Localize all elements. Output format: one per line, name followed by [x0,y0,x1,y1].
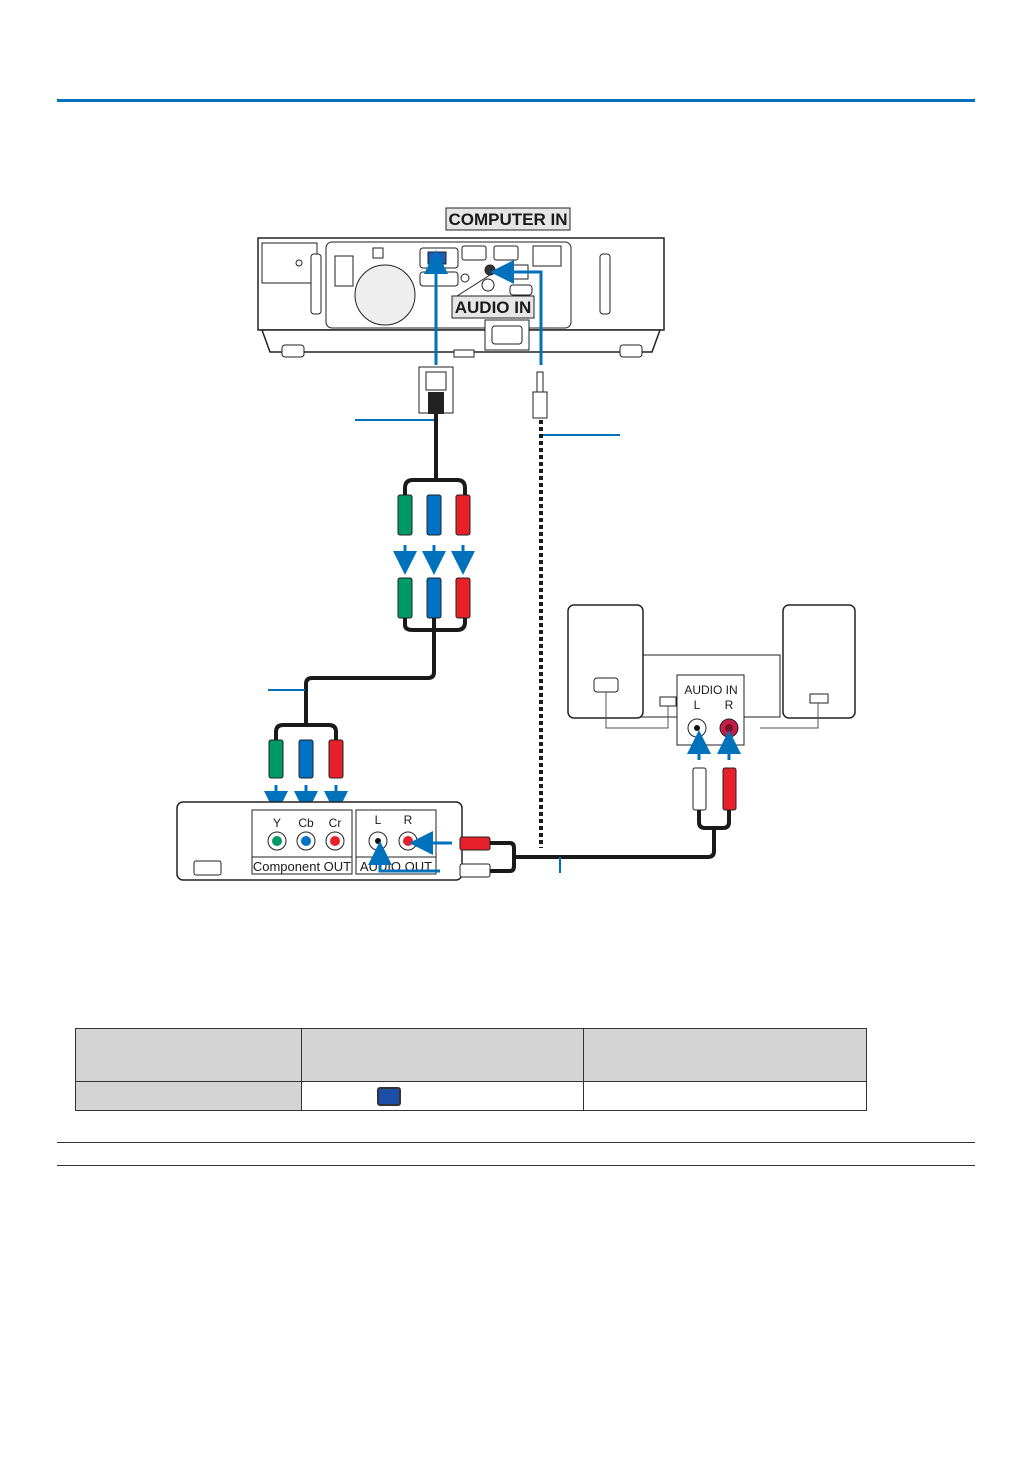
speaker-label-l: L [694,698,701,712]
speakers: AUDIO IN L R [567,604,856,746]
label-audio-l: L [375,813,382,827]
av-device: Y Cb Cr L R Component OUT AUDIO OUT [176,801,463,881]
connection-table [75,1028,867,1111]
note-rule-top [57,1142,975,1143]
table-cell [301,1028,584,1082]
mini-jack-plug [532,371,548,419]
computer-in-label: COMPUTER IN [449,210,568,229]
component-cable-plugs-bottom [268,739,344,779]
projector-audio-in-label: AUDIO IN [455,298,532,317]
label-cb: Cb [298,816,314,830]
vga-connector [418,366,454,414]
speaker-audio-in-label: AUDIO IN [684,683,737,697]
note-rule-bottom [57,1165,975,1166]
component-out-label: Component OUT [253,859,351,874]
table-row [75,1081,867,1111]
adapter-plugs [397,494,471,536]
label-y: Y [273,816,281,830]
audio-rca-plugs-device [459,836,491,878]
header-rule [57,99,975,102]
table-cell [75,1081,302,1111]
projector: COMPUTER IN AUDIO IN [257,207,665,358]
connection-diagram: COMPUTER IN AUDIO IN [176,207,856,881]
table-cell [583,1081,867,1111]
audio-in-arrow [490,260,543,365]
label-audio-r: R [404,813,413,827]
table-header-row [75,1028,867,1082]
vga-port-icon [377,1086,401,1106]
label-cr: Cr [329,816,342,830]
table-cell [75,1028,302,1082]
component-cable-plugs-top [397,577,471,619]
table-cell-icon [301,1081,584,1111]
table-cell [583,1028,867,1082]
audio-rca-plugs-speaker [692,767,737,811]
speaker-label-r: R [725,698,734,712]
